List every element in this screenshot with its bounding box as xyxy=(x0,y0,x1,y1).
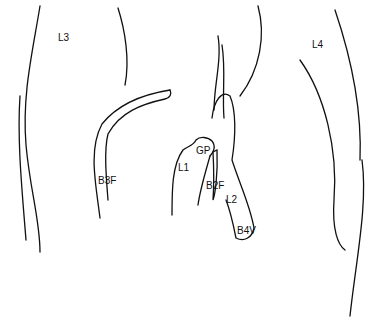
region-label: L4 xyxy=(312,40,323,50)
contour-line xyxy=(335,10,360,160)
region-label: L2 xyxy=(226,195,237,205)
contour-line xyxy=(240,6,261,96)
contour-line xyxy=(94,90,170,218)
contour-line xyxy=(212,94,254,239)
contour-line xyxy=(19,96,26,240)
region-label: L3 xyxy=(58,33,69,43)
region-label: GP xyxy=(196,146,210,156)
region-label: B4V xyxy=(237,226,256,236)
region-label: B2F xyxy=(206,181,224,191)
contour-line xyxy=(350,160,364,316)
contour-line xyxy=(222,45,224,118)
region-label: L1 xyxy=(178,163,189,173)
contour-line xyxy=(25,6,40,252)
contour-line xyxy=(214,36,219,110)
contour-line xyxy=(300,60,345,250)
region-label: B3F xyxy=(98,176,116,186)
contour-line xyxy=(118,8,127,85)
contour-line xyxy=(172,137,214,215)
contour-line xyxy=(213,150,217,200)
